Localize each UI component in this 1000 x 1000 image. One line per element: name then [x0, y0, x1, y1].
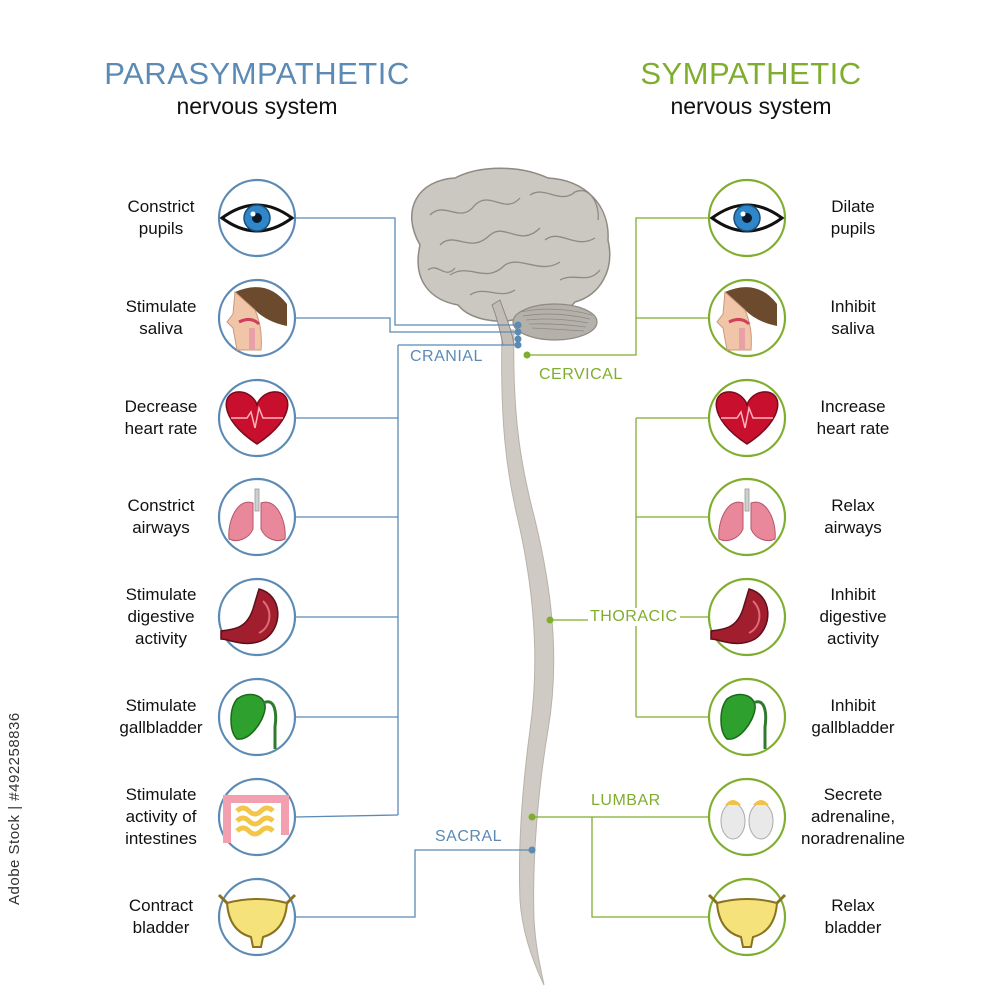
sympathetic-title: SYMPATHETIC [640, 56, 862, 91]
stomach-icon [707, 577, 787, 657]
sympathetic-header: SYMPATHETIC nervous system [541, 56, 961, 120]
parasympathetic-effect-label: Contract bladder [128, 896, 194, 937]
parasympathetic-effect-label: Constrict airways [127, 496, 195, 537]
bladder-icon [217, 877, 297, 957]
parasympathetic-subtitle: nervous system [176, 93, 338, 119]
gallbladder-icon [707, 677, 787, 757]
nerve-connectors [294, 217, 708, 918]
lungs-icon [707, 477, 787, 557]
sympathetic-effect-label: Relax airways [824, 496, 882, 537]
parasympathetic-ganglion-dot [528, 846, 536, 854]
parasympathetic-header: PARASYMPATHETIC nervous system [47, 56, 467, 120]
sympathetic-effect-label: Secrete adrenaline, noradrenaline [801, 785, 905, 848]
spinal-cord [501, 329, 555, 986]
sympathetic-effect-label: Relax bladder [824, 896, 882, 937]
parasympathetic-ganglion-dot [514, 335, 522, 343]
eye-icon [707, 178, 787, 258]
region-cervical: CERVICAL [537, 366, 625, 384]
parasympathetic-effect-label: Decrease heart rate [124, 397, 198, 438]
salivary-head-icon [217, 278, 297, 358]
sympathetic-effect-label: Inhibit gallbladder [811, 696, 895, 737]
parasympathetic-effect-label: Stimulate gallbladder [119, 696, 203, 737]
parasympathetic-ganglion-dot [514, 341, 522, 349]
region-lumbar: LUMBAR [589, 792, 663, 810]
gallbladder-icon [217, 677, 297, 757]
parasympathetic-title: PARASYMPATHETIC [104, 56, 410, 91]
sympathetic-effect-label: Inhibit saliva [830, 297, 876, 338]
parasympathetic-effect-label: Stimulate saliva [125, 297, 197, 338]
sympathetic-effect-label: Increase heart rate [816, 397, 890, 438]
intestines-icon [217, 777, 297, 857]
sympathetic-ganglion-dot [546, 616, 554, 624]
parasympathetic-ganglion-dot [514, 328, 522, 336]
sympathetic-ganglion-dot [528, 813, 536, 821]
stock-watermark-id: Adobe Stock | #492258836 [6, 712, 23, 905]
parasympathetic-ganglion-dot [514, 321, 522, 329]
salivary-head-icon [707, 278, 787, 358]
heart-icon [217, 378, 297, 458]
region-cranial: CRANIAL [408, 348, 485, 366]
heart-icon [707, 378, 787, 458]
region-thoracic: THORACIC [588, 608, 680, 626]
adrenal-glands-icon [707, 777, 787, 857]
sympathetic-ganglion-dot [523, 351, 531, 359]
parasympathetic-effect-label: Stimulate activity of intestines [125, 785, 197, 848]
sympathetic-effect-label: Inhibit digestive activity [819, 585, 887, 648]
bladder-icon [707, 877, 787, 957]
brain-illustration [410, 167, 611, 346]
sympathetic-subtitle: nervous system [670, 93, 832, 119]
eye-icon [217, 178, 297, 258]
stomach-icon [217, 577, 297, 657]
region-sacral: SACRAL [433, 828, 505, 846]
parasympathetic-effect-label: Stimulate digestive activity [125, 585, 197, 648]
sympathetic-effect-label: Dilate pupils [830, 197, 876, 238]
parasympathetic-effect-label: Constrict pupils [127, 197, 195, 238]
lungs-icon [217, 477, 297, 557]
